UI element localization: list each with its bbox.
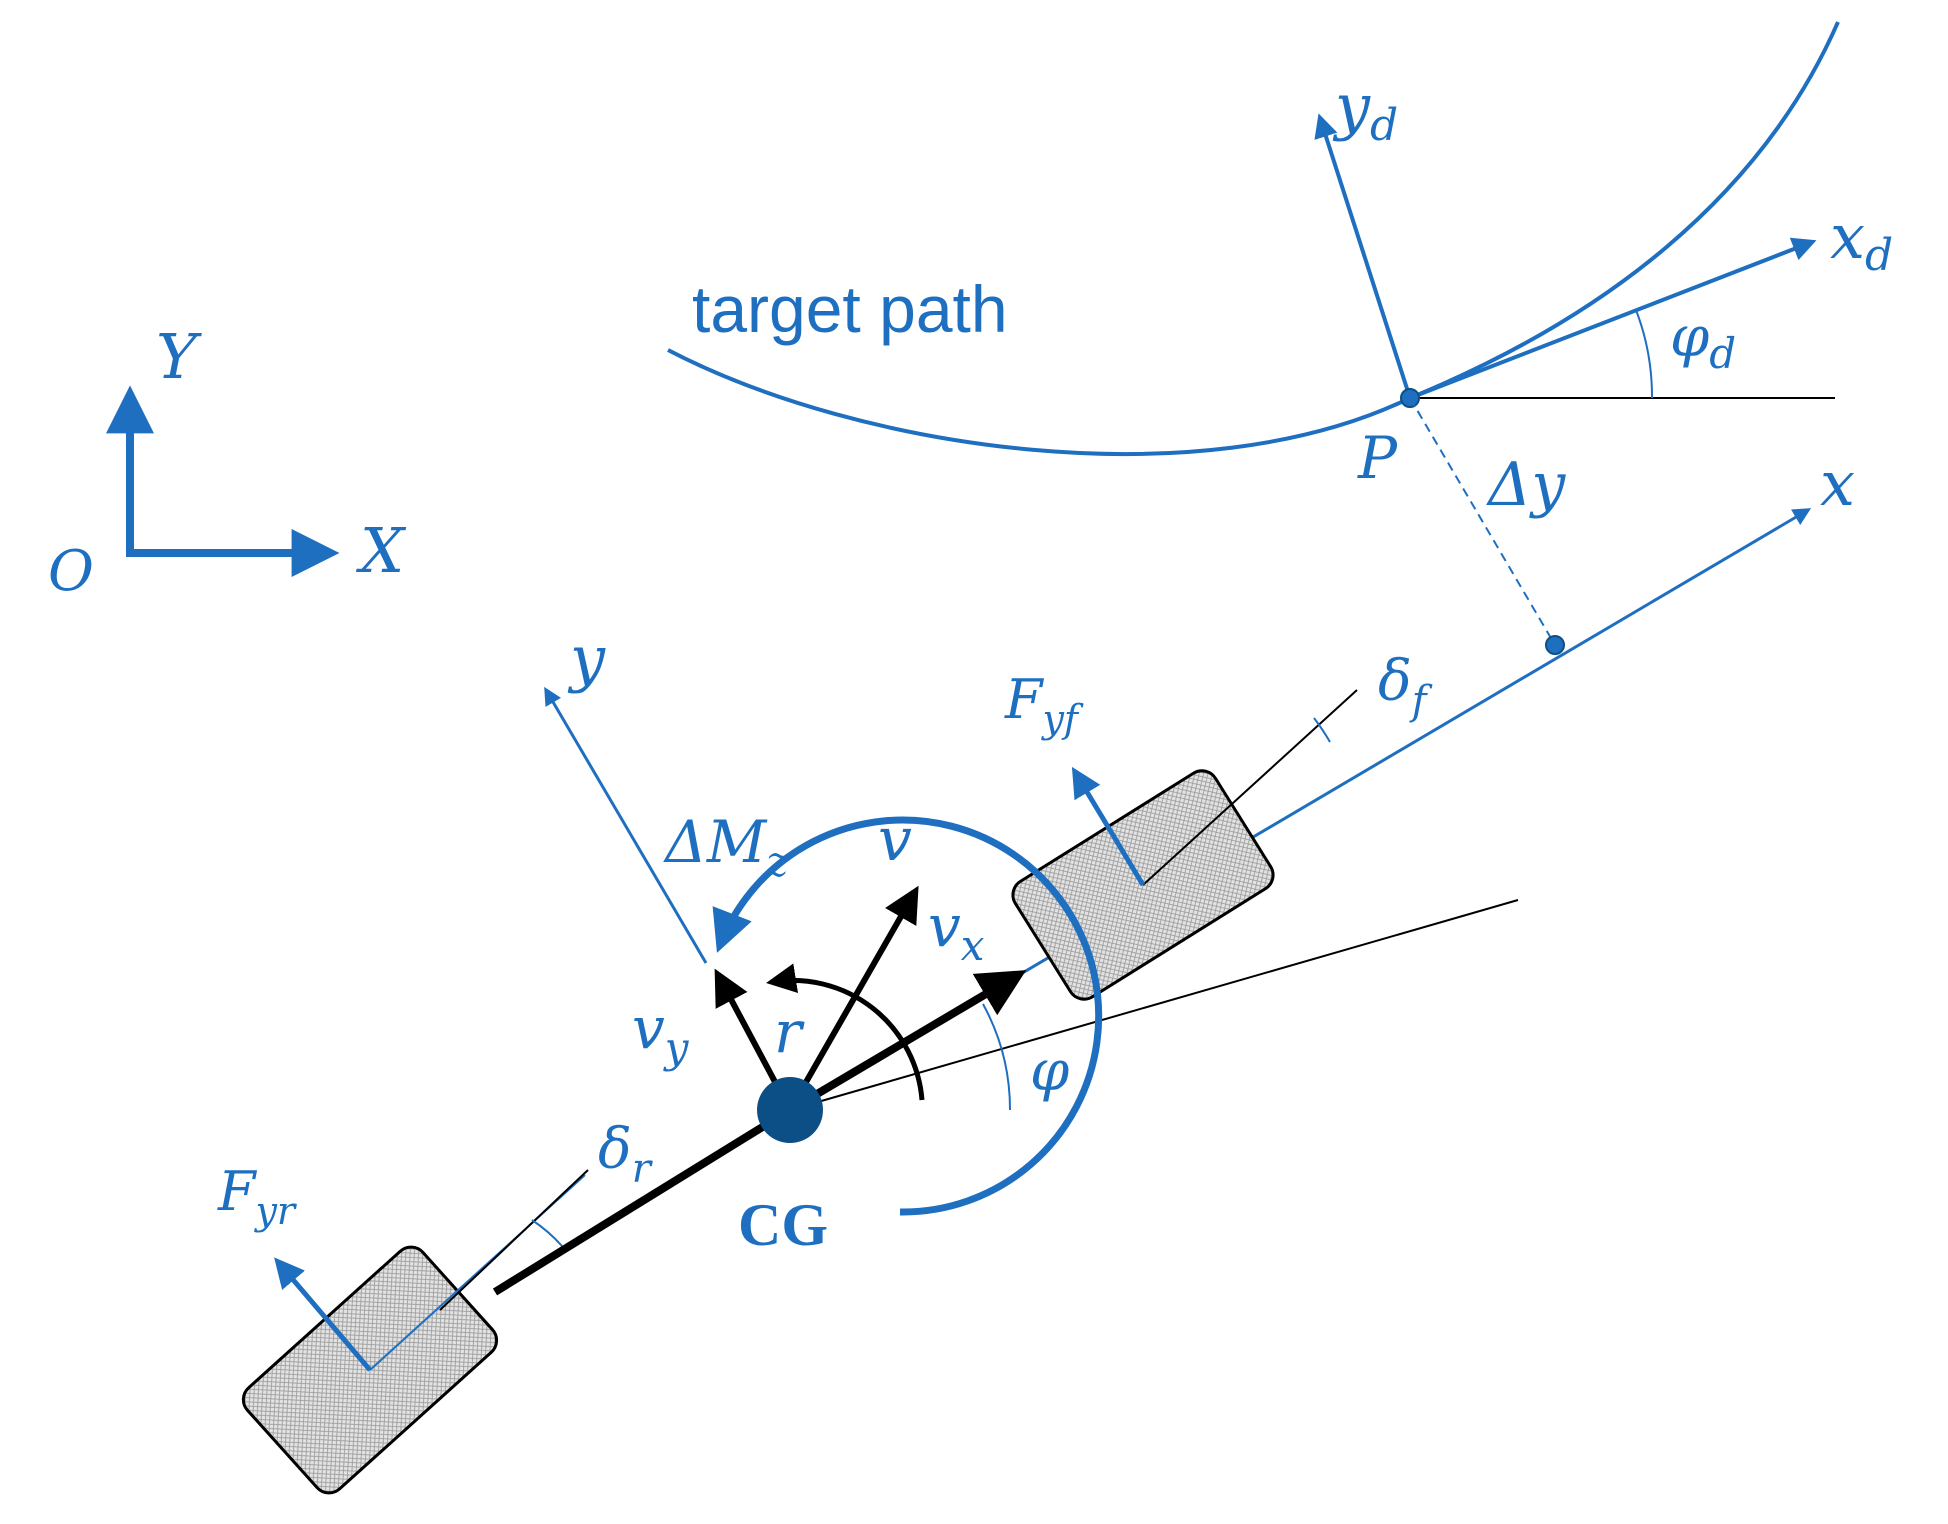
lateral-error-group: Δy: [1409, 397, 1566, 655]
xd-label: xd: [1830, 200, 1893, 281]
projection-point-marker: [1545, 635, 1565, 655]
fyf-force-arrow: [1071, 766, 1146, 887]
v-velocity-arrow: [787, 885, 919, 1112]
front-tire-heading-line: [1142, 689, 1358, 886]
xd-axis-arrow: [1409, 237, 1817, 400]
global-Y-label: Y: [156, 320, 202, 393]
vehicle-y-label: y: [567, 622, 606, 695]
kinematics-group: v vx vy r ΔMz: [632, 805, 1103, 1216]
phi-label: φ: [1030, 1039, 1069, 1104]
vy-label: vy: [632, 994, 690, 1072]
target-path-curve: [667, 21, 1840, 457]
delta-r-label: δr: [598, 1117, 654, 1192]
global-frame: O X Y: [48, 320, 407, 604]
rear-tire-heading-line: [439, 1169, 589, 1311]
rear-axle-link: [492, 1106, 793, 1296]
target-path-label: target path: [692, 272, 1008, 346]
phi-angle-arc: [982, 1003, 1012, 1111]
point-P-label: P: [1357, 424, 1398, 492]
front-tire-group: δf Fyf: [1004, 649, 1433, 1001]
v-label: v: [878, 805, 912, 875]
target-path-group: target path yd xd φd P: [667, 21, 1893, 492]
vehicle-frame: x y φ: [544, 447, 1855, 1112]
vehicle-x-label: x: [1820, 447, 1855, 520]
yd-axis-arrow: [1314, 113, 1412, 399]
delta-r-angle-arc: [531, 1219, 563, 1247]
yaw-moment-arc: [712, 816, 1103, 1216]
delta-mz-label: ΔMz: [663, 808, 789, 886]
delta-y-label: Δy: [1486, 450, 1566, 520]
fyf-label: Fyf: [1004, 668, 1084, 741]
cg-horizontal-reference: [789, 899, 1519, 1111]
vehicle-y-axis-arrow: [544, 686, 708, 964]
lateral-error-dashed-line: [1409, 397, 1556, 646]
rear-tire-group: δr Fyr: [217, 1117, 654, 1495]
phid-angle-arc: [1635, 309, 1654, 399]
yaw-rate-arc: [766, 963, 925, 1101]
cg-label: CG: [738, 1192, 828, 1258]
yd-label: yd: [1332, 70, 1398, 151]
vx-label: vx: [928, 892, 985, 970]
delta-f-angle-arc: [1313, 717, 1331, 743]
global-origin-label: O: [48, 539, 94, 604]
fyr-force-arrow: [274, 1257, 372, 1372]
delta-f-label: δf: [1378, 649, 1433, 724]
fyr-label: Fyr: [217, 1160, 298, 1233]
r-label: r: [774, 998, 805, 1066]
global-X-label: X: [356, 514, 407, 587]
cg-marker: [757, 1077, 823, 1143]
phid-label: φd: [1670, 305, 1736, 378]
